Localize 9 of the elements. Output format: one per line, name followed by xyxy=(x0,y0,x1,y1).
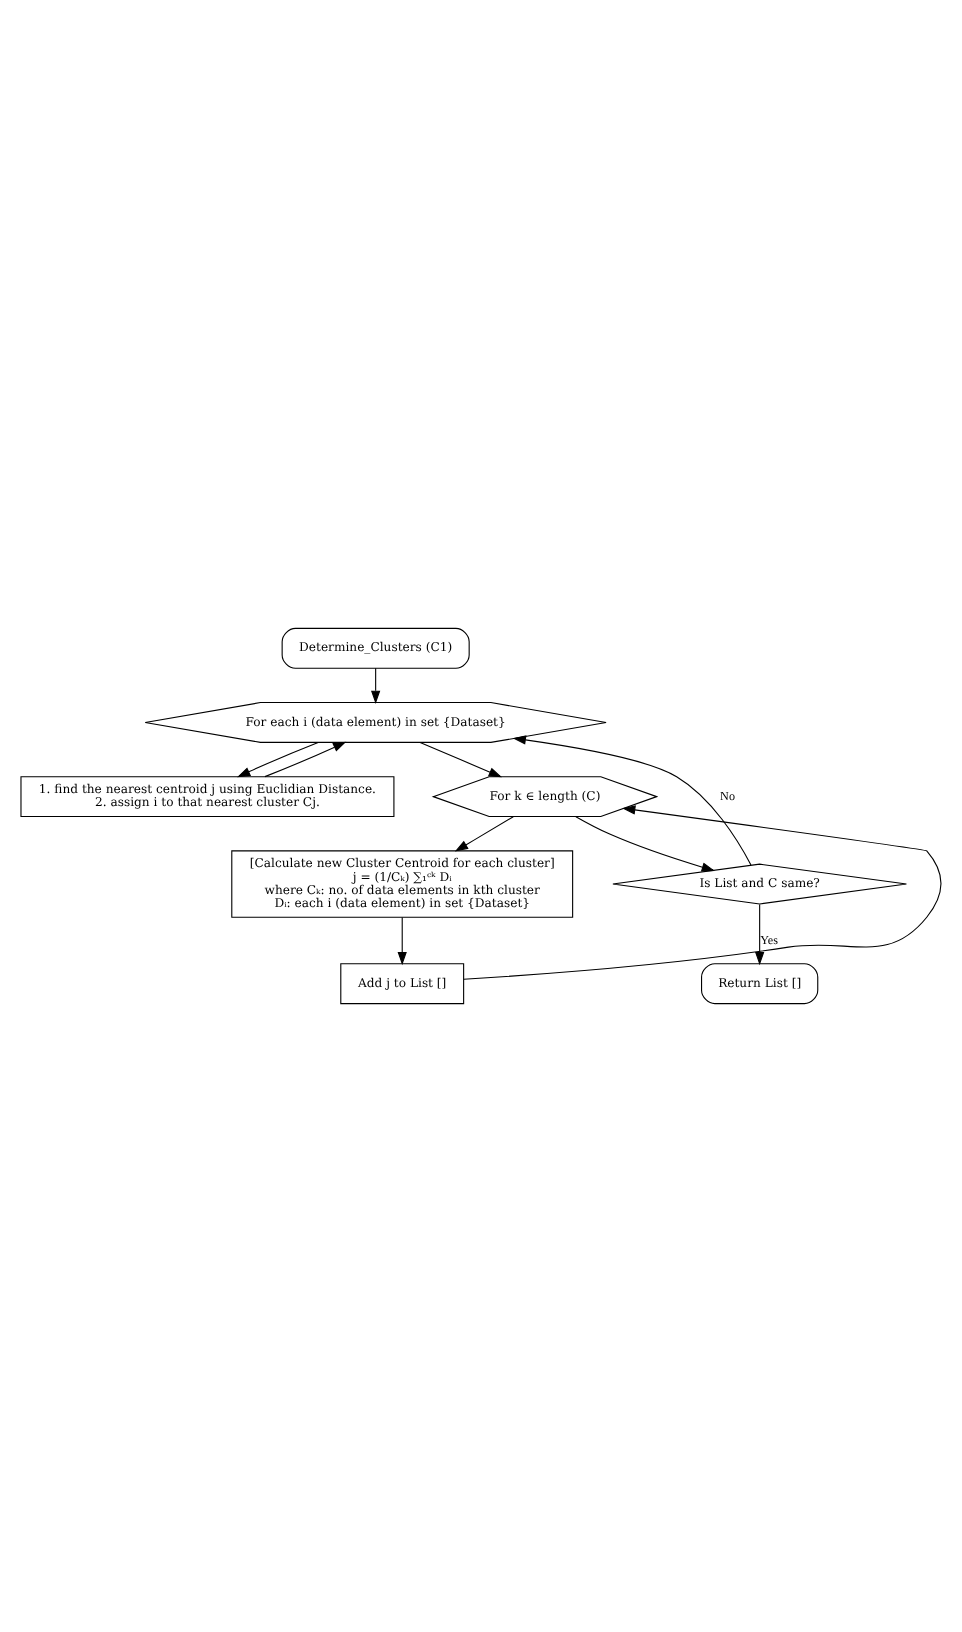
arrow xyxy=(371,667,381,705)
arrow xyxy=(264,741,347,778)
arrow xyxy=(755,903,765,966)
arrow xyxy=(237,741,319,778)
arrow xyxy=(512,735,752,866)
arrow xyxy=(575,816,715,872)
arrow xyxy=(419,741,503,778)
arrow xyxy=(397,917,407,966)
arrow xyxy=(463,805,942,980)
